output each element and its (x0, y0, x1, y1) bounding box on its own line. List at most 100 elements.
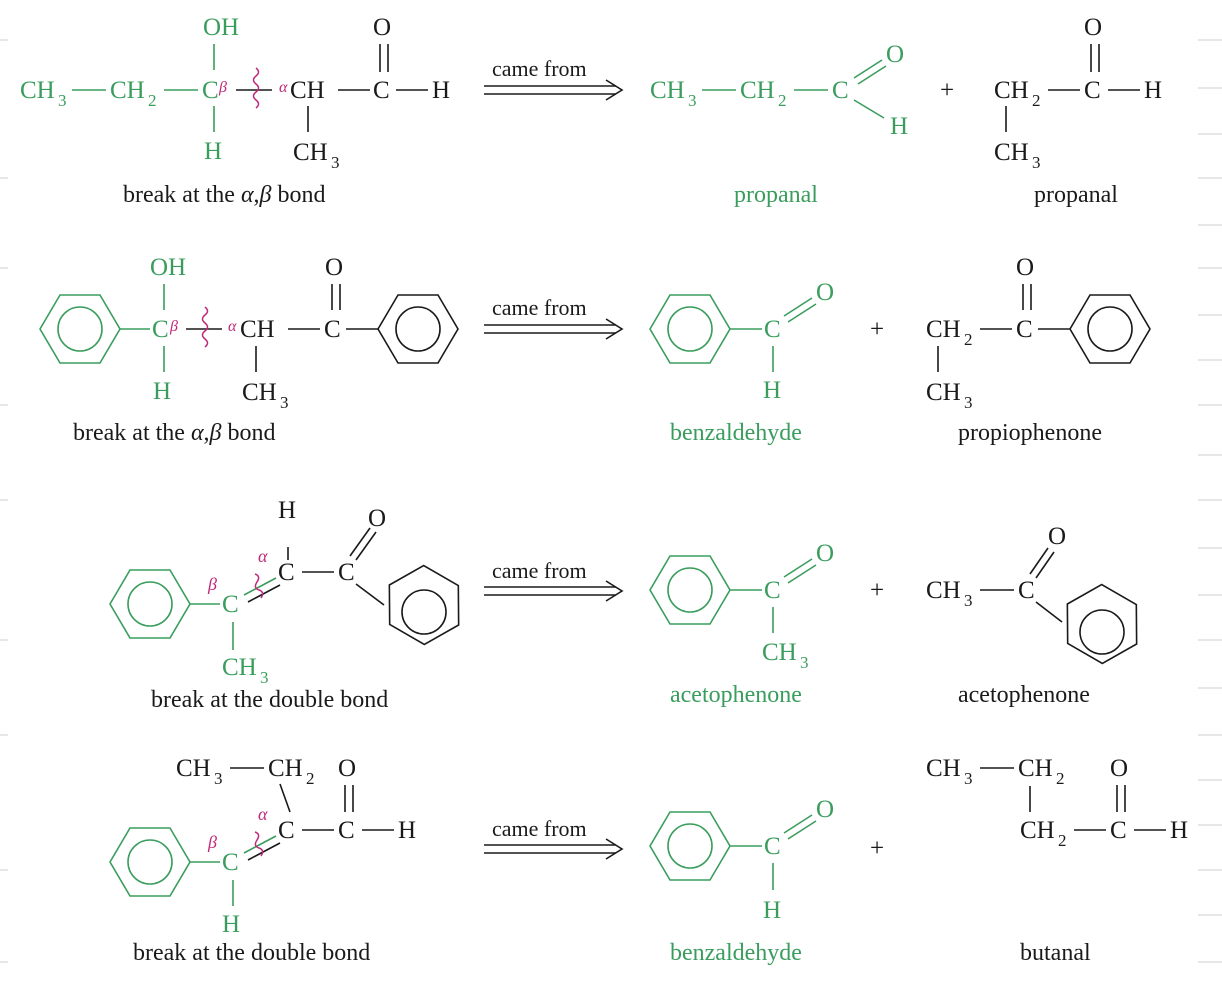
atom-c: C (832, 77, 849, 104)
atom-ch3: CH (293, 139, 328, 166)
break-wavy-line (252, 67, 260, 109)
row-1-reactant: CH 3 CH 2 C β OH H α CH C H O CH 3 (20, 14, 450, 172)
atom-ch2: CH (1018, 755, 1053, 782)
atom-sub-3: 3 (58, 91, 67, 110)
atom-sub-3: 3 (1032, 153, 1041, 172)
atom-oh: OH (203, 14, 239, 41)
row-2-product-1: C O H (649, 279, 834, 404)
atom-c: C (338, 817, 355, 844)
row-3-product-2-name: acetophenone (958, 682, 1090, 708)
atom-sub-2: 2 (1032, 91, 1041, 110)
atom-ch2: CH (994, 77, 1029, 104)
atom-ch2: CH (110, 77, 145, 104)
benzene-ring-icon (388, 564, 460, 646)
atom-oh: OH (150, 254, 186, 281)
alpha-label: α (279, 79, 288, 96)
atom-o: O (1110, 755, 1128, 782)
beta-label: β (207, 832, 217, 852)
row-3-reactant: C β CH 3 α C H C O (109, 497, 460, 687)
atom-c: C (764, 577, 781, 604)
alpha-label: α (228, 318, 237, 335)
row-4-caption: break at the double bond (133, 940, 370, 966)
atom-h: H (278, 497, 296, 524)
row-4-product-2: CH 3 CH 2 CH 2 C O H (926, 755, 1188, 850)
atom-c: C (278, 817, 295, 844)
row-1-product-1: CH 3 CH 2 C O H (650, 41, 908, 140)
atom-c: C (324, 316, 341, 343)
atom-ch3: CH (20, 77, 55, 104)
atom-o: O (816, 796, 834, 823)
atom-h: H (890, 113, 908, 140)
benzene-ring-icon (649, 555, 731, 625)
atom-ch3: CH (762, 639, 797, 666)
atom-c: C (1084, 77, 1101, 104)
row-1-caption: break at the α,β bond (123, 182, 326, 208)
atom-ch3: CH (242, 379, 277, 406)
row-2-product-1-name: benzaldehyde (670, 420, 802, 446)
atom-o: O (816, 279, 834, 306)
benzene-ring-icon (377, 294, 459, 364)
arrow-label: came from (492, 816, 587, 841)
atom-ch3: CH (926, 577, 961, 604)
arrow-label: came from (492, 56, 587, 81)
benzene-ring-icon (109, 827, 191, 897)
atom-c: C (1018, 577, 1035, 604)
row-2-product-2-name: propiophenone (958, 420, 1102, 446)
atom-sub-2: 2 (1058, 831, 1067, 850)
atom-ch3: CH (926, 379, 961, 406)
arrow-label: came from (492, 295, 587, 320)
atom-sub-3: 3 (214, 769, 223, 788)
atom-h: H (763, 377, 781, 404)
atom-c: C (338, 559, 355, 586)
atom-c: C (764, 316, 781, 343)
atom-sub-2: 2 (964, 330, 973, 349)
row-2-reactant: C β OH H α CH C O CH 3 (39, 254, 459, 412)
atom-sub-3: 3 (964, 769, 973, 788)
row-1-product-2-name: propanal (1034, 182, 1118, 208)
atom-h: H (222, 911, 240, 938)
atom-ch3: CH (222, 654, 257, 681)
atom-sub-3: 3 (260, 668, 269, 687)
atom-ch3: CH (994, 139, 1029, 166)
beta-label: β (169, 318, 178, 335)
beta-label: β (218, 79, 227, 96)
atom-o: O (816, 540, 834, 567)
atom-sub-2: 2 (148, 91, 157, 110)
atom-h: H (153, 378, 171, 405)
break-wavy-line (254, 573, 264, 599)
atom-sub-3: 3 (964, 591, 973, 610)
benzene-ring-icon (649, 294, 731, 364)
atom-h: H (1144, 77, 1162, 104)
atom-sub-2: 2 (306, 769, 315, 788)
benzene-ring-icon (1069, 294, 1151, 364)
plus-sign: + (870, 835, 884, 862)
alpha-label: α (258, 804, 268, 824)
break-wavy-line (254, 831, 264, 857)
atom-sub-3: 3 (331, 153, 340, 172)
arrow-label: came from (492, 558, 587, 583)
beta-label: β (207, 574, 217, 594)
row-4-product-1: C O H (649, 796, 834, 924)
alpha-label: α (258, 546, 268, 566)
atom-o: O (338, 755, 356, 782)
atom-sub-2: 2 (1056, 769, 1065, 788)
atom-c-beta: C (222, 849, 239, 876)
row-4-arrow: came from (484, 816, 624, 860)
benzene-ring-icon (109, 569, 191, 639)
atom-c-beta: C (152, 316, 169, 343)
row-3-product-1: C O CH 3 (649, 540, 834, 672)
atom-ch2: CH (740, 77, 775, 104)
row-4-product-2-name: butanal (1020, 940, 1091, 966)
atom-h: H (204, 138, 222, 165)
atom-o: O (1016, 254, 1034, 281)
atom-h: H (398, 817, 416, 844)
atom-sub-3: 3 (964, 393, 973, 412)
atom-sub-2: 2 (778, 91, 787, 110)
row-3-arrow: came from (484, 558, 624, 602)
row-3-product-2: CH 3 C O (926, 523, 1138, 665)
row-2-arrow: came from (484, 295, 624, 340)
benzene-ring-icon (649, 811, 731, 881)
atom-c: C (373, 77, 390, 104)
atom-c: C (1110, 817, 1127, 844)
